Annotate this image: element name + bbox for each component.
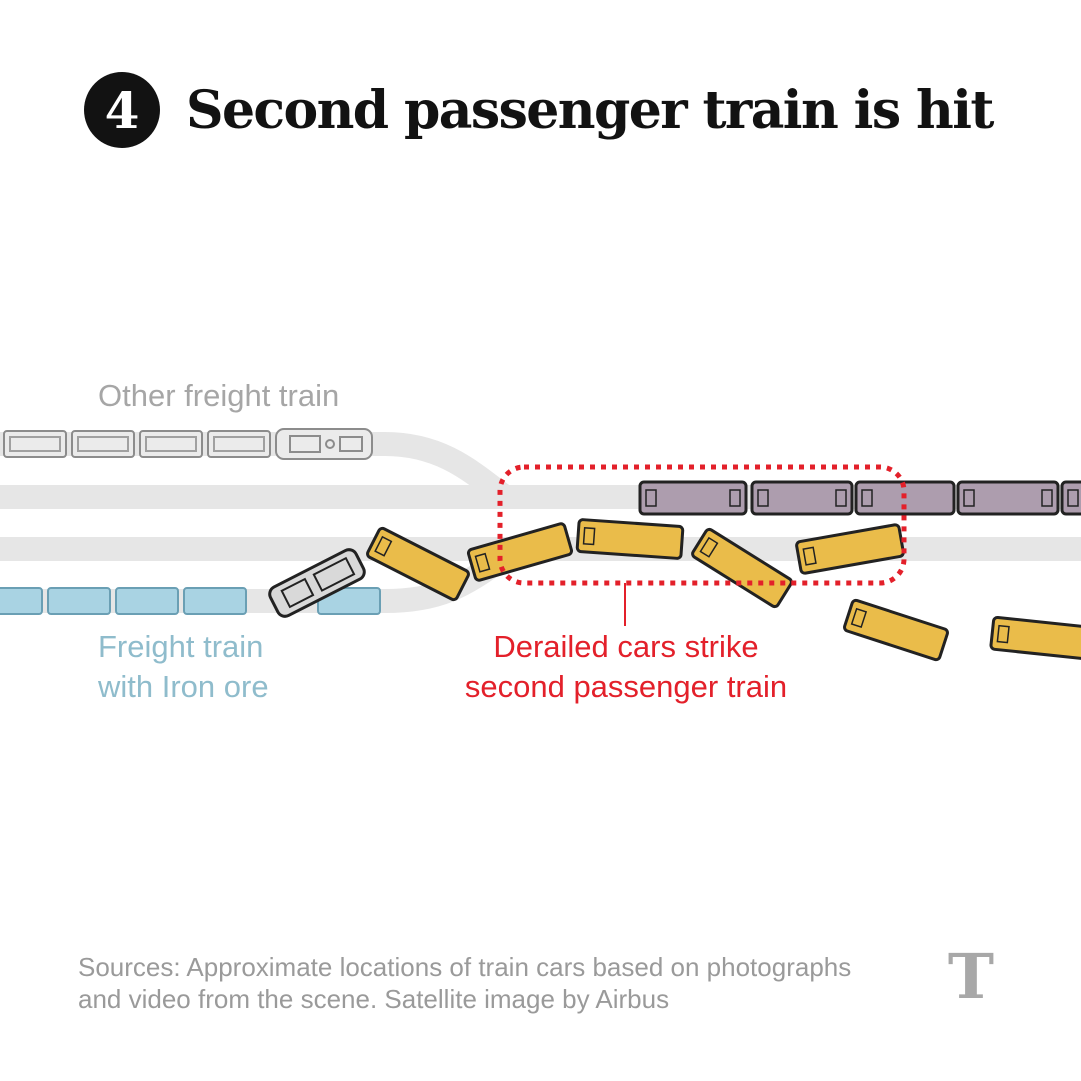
- iron-ore-locomotive: [268, 548, 366, 618]
- derailed-label-line1: Derailed cars strike: [493, 629, 759, 664]
- second-passenger-car: [1060, 480, 1081, 516]
- other-freight-locomotive: [275, 428, 373, 460]
- derailed-car: [795, 523, 905, 575]
- derailed-cars-label: Derailed cars strike second passenger tr…: [465, 627, 787, 707]
- derailed-car: [843, 598, 949, 662]
- header: 4 Second passenger train is hit: [84, 70, 994, 150]
- derailed-car: [989, 615, 1081, 662]
- derailed-car: [575, 518, 685, 560]
- derailed-passenger-cars: [366, 518, 1081, 662]
- derailed-car: [366, 526, 470, 602]
- other-freight-car: [139, 430, 203, 458]
- impact-highlight: [497, 464, 907, 626]
- other-freight-train: [3, 428, 373, 460]
- iron-ore-freight-label: Freight train with Iron ore: [98, 627, 269, 707]
- nyt-t-logo-icon: T: [948, 940, 994, 1010]
- step-number-badge: 4: [84, 72, 160, 148]
- source-line2: and video from the scene. Satellite imag…: [78, 984, 670, 1014]
- page-title: Second passenger train is hit: [186, 79, 994, 141]
- svg-text:T: T: [948, 940, 994, 1010]
- other-freight-car: [207, 430, 271, 458]
- source-line1: Sources: Approximate locations of train …: [78, 952, 852, 982]
- second-passenger-car: [638, 480, 748, 516]
- iron-ore-car: [0, 587, 43, 615]
- iron-ore-car: [115, 587, 179, 615]
- derailed-car: [691, 527, 793, 609]
- other-freight-car: [71, 430, 135, 458]
- iron-ore-car: [183, 587, 247, 615]
- second-passenger-train: [638, 480, 1081, 516]
- source-note: Sources: Approximate locations of train …: [78, 951, 851, 1015]
- iron-ore-freight-train: [0, 548, 381, 618]
- other-freight-label: Other freight train: [98, 378, 340, 413]
- derailed-label-line2: second passenger train: [464, 669, 788, 704]
- second-passenger-car: [750, 480, 854, 516]
- impact-highlight-box: [497, 464, 907, 586]
- second-passenger-car: [956, 480, 1060, 516]
- tracks: [0, 432, 1081, 613]
- iron-ore-label-line2: with Iron ore: [98, 669, 269, 704]
- iron-ore-car: [47, 587, 111, 615]
- other-freight-car: [3, 430, 67, 458]
- iron-ore-label-line1: Freight train: [98, 629, 264, 664]
- derailed-car: [466, 522, 574, 582]
